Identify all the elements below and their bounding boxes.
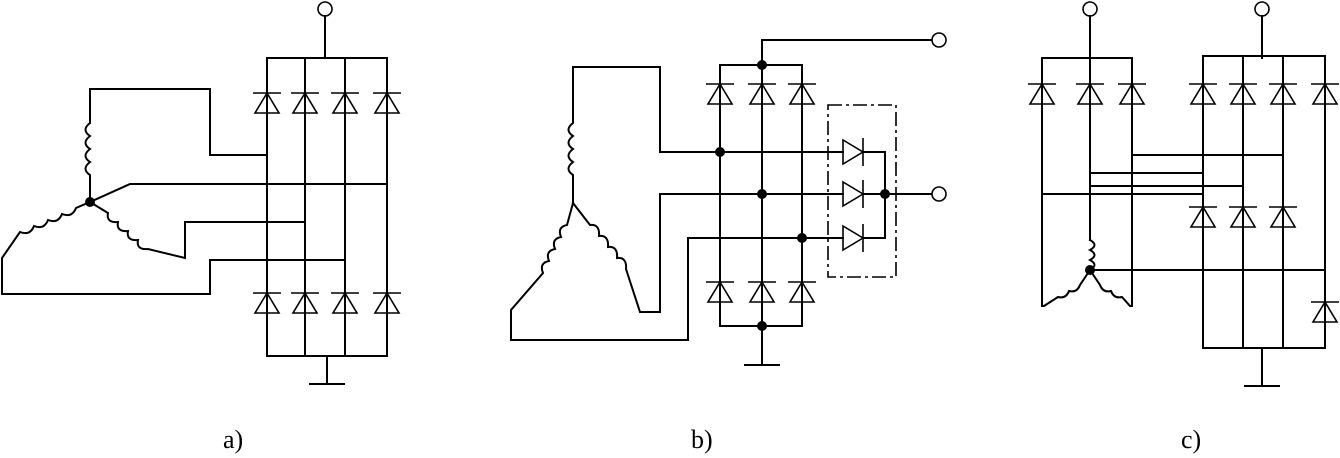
panel-b-junction [880,189,890,199]
panel-b-winding-3 [571,193,763,313]
panel-b-caption: b) [691,425,713,454]
panel-c-diode [1229,205,1257,228]
panel-c-caption: c) [1181,425,1201,454]
panel-c-diode [1189,82,1217,105]
panel-b-diode [788,280,816,303]
panel-a-star-point [85,197,95,207]
panel-b-diode [748,82,776,105]
panel-b-exciter-diode [842,180,865,208]
panel-c-winding-2 [1041,268,1092,307]
panel-a-winding-1 [84,88,268,203]
panel-b-main-output-lead [761,39,933,66]
panel-c-left-terminal [1082,1,1098,17]
panel-a-diode [331,291,359,314]
panel-c-winding-1 [1087,238,1096,272]
panel-c: c) [1028,1,1339,454]
panel-b-aux-output-terminal [931,186,947,202]
panel-a-diode [373,91,401,114]
panel-c-right-terminal [1254,1,1270,17]
panel-a-diode [291,91,319,114]
panel-a-diode [331,91,359,114]
panel-c-diode [1311,300,1339,323]
panel-b-diode [706,82,734,105]
panel-a-diode [373,291,401,314]
panel-b-diode [788,82,816,105]
panel-b-main-output-terminal [931,32,947,48]
panel-a-caption: a) [223,425,243,454]
panel-b-exciter-diode-group [827,104,897,278]
panel-c-diode [1076,82,1104,105]
panel-c-diode [1189,205,1217,228]
panel-b-junction [757,60,767,70]
panel-b-winding-2 [510,201,803,341]
panel-c-diode [1118,82,1146,105]
panel-c-diode [1269,82,1297,105]
panel-a-neutral-lead [88,183,388,204]
panel-b-exciter-diode [842,224,865,252]
panel-a-winding-2 [1,200,346,295]
panel-b: b) [510,32,947,454]
panel-a-diode [253,91,281,114]
panel-a-diode [253,291,281,314]
panel-c-winding-3 [1088,268,1133,307]
panel-b-exciter-diode [842,138,865,166]
panel-c-diode [1229,82,1257,105]
panel-c-diode [1311,82,1339,105]
panel-a-winding-3 [88,200,306,260]
panel-c-star-point [1085,265,1095,275]
panel-b-diode [748,280,776,303]
panel-a: a) [1,1,401,454]
panel-b-diode [706,280,734,303]
panel-a-diode [291,291,319,314]
panel-c-diode [1028,82,1056,105]
panel-b-winding-1 [567,66,721,204]
panel-c-right-bridge-frame [1202,55,1326,349]
panel-c-diode [1269,205,1297,228]
panel-a-output-terminal [317,1,333,17]
